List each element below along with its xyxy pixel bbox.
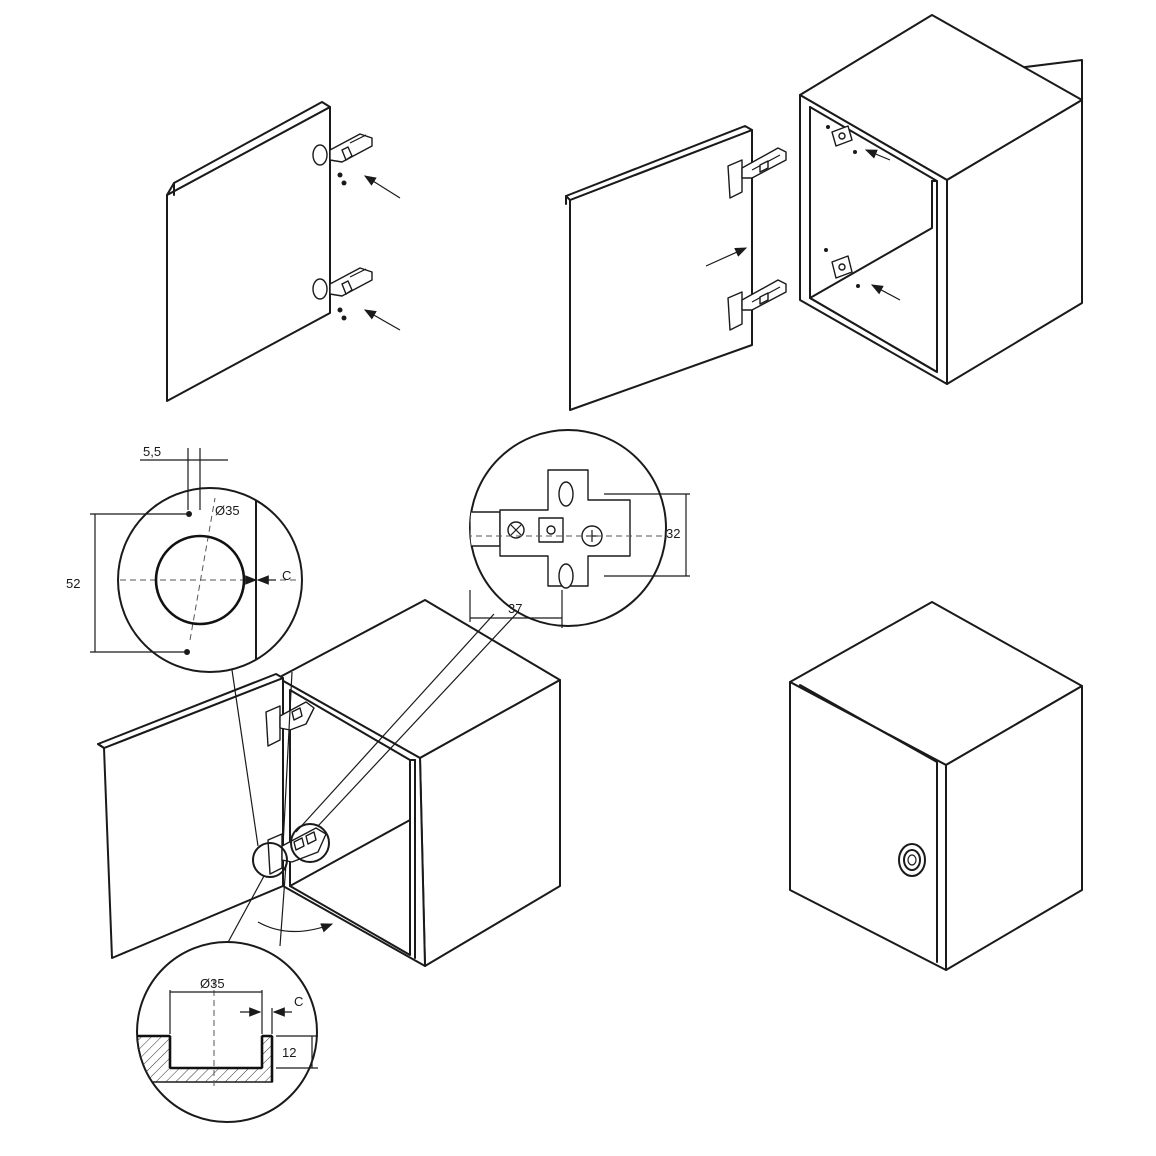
- mount-door-to-cabinet-step: [565, 14, 1083, 411]
- detail-circle: [136, 941, 318, 1123]
- callout-circle-plate: [290, 823, 330, 863]
- hinge-bottom-on-door: [727, 279, 787, 331]
- door-edge: [565, 125, 753, 201]
- door-edge: [166, 101, 331, 196]
- insert-arrow: [363, 175, 401, 199]
- dimension-edge-label: C: [282, 568, 291, 583]
- dimension-section-diameter-label: Ø35: [200, 976, 225, 991]
- callout-circle-cup: [252, 842, 288, 878]
- dimension-depth-label: 12: [282, 1045, 296, 1060]
- closed-cabinet-result: [789, 601, 1083, 971]
- cabinet-opening: [289, 689, 411, 956]
- cabinet-front-frame: [799, 94, 948, 385]
- mounting-plate-top: [826, 125, 891, 161]
- adjust-hinge-step: [97, 599, 561, 967]
- dimension-plate-height-label: 32: [666, 526, 680, 541]
- mount-arrow: [705, 247, 748, 267]
- hinge-top-assembled: [265, 701, 315, 747]
- dimension-section-edge-label: C: [294, 994, 303, 1009]
- cup-depth-detail: Ø35 C 12: [136, 941, 318, 1123]
- dimension-offset-label: 5,5: [143, 444, 161, 459]
- hinge-top: [312, 133, 373, 186]
- dimension-cup-diameter-label: Ø35: [215, 503, 240, 518]
- mounting-plate-bottom: [824, 248, 901, 301]
- mounting-plate-detail: 32 37: [469, 429, 690, 628]
- screw-hole-top: [186, 511, 192, 517]
- door-panel-open: [103, 677, 284, 959]
- dimension-plate-offset-label: 37: [508, 601, 522, 616]
- dimension-spacing-label: 52: [66, 576, 80, 591]
- hinge-top-on-door: [727, 147, 787, 199]
- insert-arrow: [363, 309, 401, 331]
- hinge-bottom: [312, 267, 373, 321]
- screw-hole-bottom: [184, 649, 190, 655]
- door-knob: [898, 843, 926, 877]
- door-with-hinges-step: [166, 101, 401, 402]
- door-panel: [569, 129, 753, 411]
- cup-hole-detail: 5,5 52 Ø35 C: [66, 444, 303, 673]
- rotation-arrow: [257, 921, 334, 933]
